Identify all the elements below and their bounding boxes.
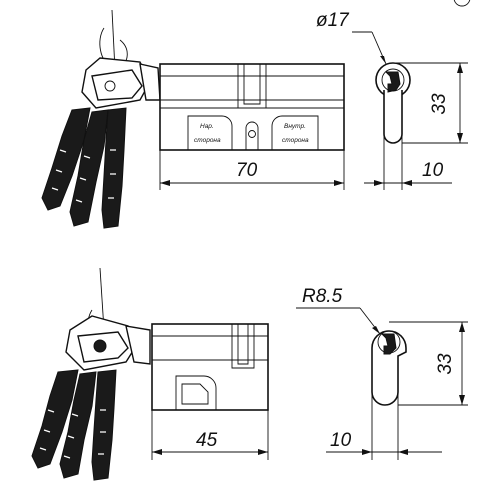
top-length-dimension: 70 [159, 150, 345, 190]
cylinder-outline [159, 63, 345, 151]
top-cylinder-body: Нар. сторона Внутр. сторона [159, 63, 345, 151]
keyway [380, 333, 397, 355]
key-notches [51, 149, 67, 191]
screw-hole-slot [245, 121, 259, 150]
key-notches [39, 409, 55, 451]
key-blade [59, 371, 97, 479]
bottom-height-label: 33 [435, 353, 456, 375]
key-blade [91, 369, 117, 481]
cam-slot-inner [243, 64, 261, 105]
key-blade [41, 107, 91, 211]
bottom-cylinder-body [151, 323, 269, 411]
bottom-radius-label: R8.5 [302, 286, 343, 307]
arrow-head [334, 180, 344, 186]
bottom-length-label: 45 [196, 430, 218, 451]
key-hole [104, 80, 116, 92]
top-profile-view: ø17 33 10 [316, 10, 468, 190]
arrow-head [457, 133, 463, 143]
arrow-head [398, 449, 408, 455]
top-key-bunch [41, 9, 161, 229]
arrow-head [372, 326, 380, 334]
outer-side-label-2: сторона [194, 137, 221, 144]
key-blade [69, 109, 109, 227]
key-notches [98, 409, 106, 455]
cam-connector [125, 325, 151, 365]
top-height-label: 33 [429, 93, 450, 115]
top-length-label: 70 [236, 160, 258, 181]
key-hole [93, 339, 107, 353]
inner-side-plate [271, 115, 319, 150]
arrow-head [374, 180, 384, 186]
plug-circle [381, 68, 405, 92]
inner-side-label-1: Внутр. [284, 123, 306, 130]
arrow-head [457, 63, 463, 73]
side-plate-inner [181, 383, 209, 405]
bottom-offset-label: 10 [330, 430, 352, 451]
arrow-head [160, 180, 170, 186]
bottom-length-dimension: 45 [151, 410, 269, 460]
arrow-head [362, 449, 372, 455]
key-head [91, 69, 143, 101]
arrow-head [152, 449, 162, 455]
arrow-head [258, 449, 268, 455]
screw-hole [248, 130, 256, 138]
side-plate [175, 375, 217, 410]
arrow-head [459, 395, 465, 405]
bottom-key-bunch [31, 267, 151, 481]
keyway [384, 71, 401, 93]
cam-slot [237, 64, 267, 109]
inner-side-label-2: сторона [282, 137, 309, 144]
outer-side-label-1: Нар. [200, 123, 214, 130]
key-notches [75, 155, 91, 203]
cylinder-outline [151, 323, 269, 411]
profile-foot [383, 90, 403, 144]
key-notches [108, 149, 116, 199]
corner-mark [453, 0, 471, 7]
arrow-head [380, 56, 386, 64]
cam-slot [231, 324, 255, 369]
bottom-profile-view: R8.5 33 10 [296, 286, 468, 460]
key-notches [63, 413, 79, 459]
key-blade [31, 369, 79, 469]
arrow-head [402, 180, 412, 186]
cam-slot-inner [237, 324, 249, 365]
outer-side-plate [187, 115, 233, 150]
top-offset-label: 10 [422, 160, 444, 181]
top-diameter-label: ø17 [316, 10, 350, 31]
arrow-head [459, 322, 465, 332]
